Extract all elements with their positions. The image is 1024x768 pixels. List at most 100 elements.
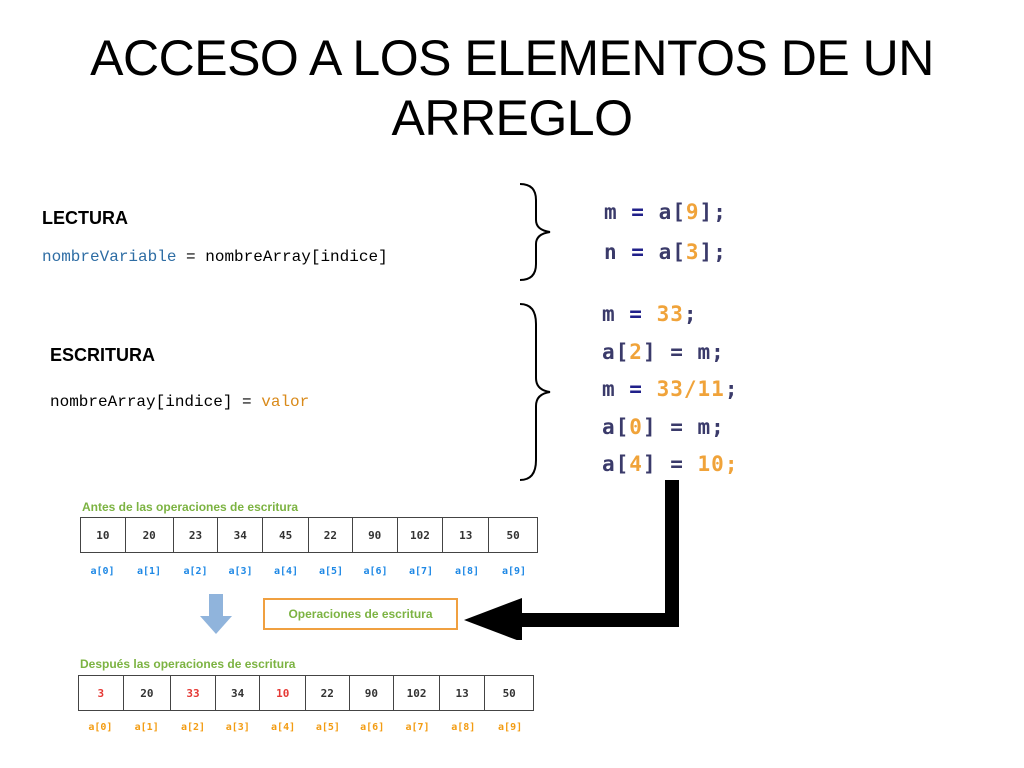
lectura-syntax-equals: = (176, 248, 206, 266)
code-token: = (617, 240, 659, 264)
code-token: 2 (629, 340, 643, 364)
code-token: 4 (629, 452, 643, 476)
code-token: a[ (602, 452, 630, 476)
array-index-label: a[7] (405, 722, 430, 733)
array-cell: 102 (398, 518, 444, 552)
escritura-syntax-array: nombreArray[indice] (50, 393, 233, 411)
array-index-label: a[5] (318, 566, 344, 577)
array-index-label: a[4] (271, 722, 296, 733)
slide-title-line2: ARREGLO (391, 90, 633, 146)
code-token: a[ (658, 200, 686, 224)
array-index-label: a[0] (88, 722, 113, 733)
escritura-code-line-4: a[0] = m; (602, 415, 725, 439)
array-cell: 45 (263, 518, 309, 552)
array-index-label: a[1] (134, 722, 159, 733)
slide-title-line1: ACCESO A LOS ELEMENTOS DE UN (90, 30, 934, 86)
array-index-label: a[2] (180, 722, 206, 733)
code-token: ; (724, 377, 739, 401)
array-cell: 50 (502, 686, 516, 700)
escritura-syntax-equals: = (232, 393, 262, 411)
escritura-code-line-3: m = 33/11; (602, 377, 738, 401)
code-token: ]; (699, 200, 727, 224)
array-cell: 34 (216, 676, 261, 710)
code-token: m (604, 200, 618, 224)
code-token: a[ (602, 340, 630, 364)
array-index-label: a[9] (498, 722, 523, 733)
code-token: ]; (699, 240, 727, 264)
lectura-label: LECTURA (42, 208, 128, 228)
code-token: = (615, 377, 657, 401)
array-index-label: a[7] (408, 566, 434, 577)
escritura-code-line-1: m = 33; (602, 302, 698, 326)
before-caption: Antes de las operaciones de escritura (82, 500, 299, 514)
before-index-labels: a[0] a[1] a[2] a[3] a[4] a[5] a[6] a[7] a[8] a[9] (80, 566, 538, 577)
array-cell: 50 (506, 528, 520, 542)
code-token: ] = m (642, 415, 712, 439)
code-token: 3 (685, 240, 700, 264)
code-token: 33/11 (656, 377, 725, 401)
lectura-syntax-array: nombreArray[indice] (205, 248, 388, 266)
array-index-label: a[8] (451, 722, 476, 733)
code-token: a[ (602, 415, 630, 439)
code-token: ] = m (642, 340, 712, 364)
array-index-label: a[3] (228, 566, 253, 577)
escritura-code-line-5: a[4] = 10; (602, 452, 738, 476)
array-index-label: a[2] (183, 566, 208, 577)
array-index-label: a[4] (273, 566, 299, 577)
code-token: 9 (685, 200, 700, 224)
after-index-labels: a[0] a[1] a[2] a[3] a[4] a[5] a[6] a[7] a[8] a[9] (78, 722, 534, 733)
code-token: = (615, 302, 657, 326)
array-cell: 3 (79, 676, 124, 710)
array-cell: 90 (350, 676, 395, 710)
code-token: 10; (697, 452, 739, 476)
code-token: ; (711, 415, 725, 439)
array-cell: 20 (126, 518, 174, 552)
array-cell: 13 (440, 676, 486, 710)
array-cell: 22 (309, 518, 353, 552)
operations-box: Operaciones de escritura (263, 598, 458, 630)
array-index-label: a[6] (363, 566, 388, 577)
array-cell: 90 (353, 518, 398, 552)
lectura-syntax-variable: nombreVariable (42, 248, 177, 266)
array-cell: 13 (443, 518, 490, 552)
code-token: ; (683, 302, 698, 326)
code-token: a[ (658, 240, 686, 264)
escritura-syntax: nombreArray[indice] = valor (50, 393, 309, 411)
array-index-label: a[3] (225, 722, 250, 733)
array-index-label: a[5] (315, 722, 340, 733)
slide-title: ACCESO A LOS ELEMENTOS DE UN ARREGLO (60, 28, 964, 148)
array-cell: 102 (394, 676, 440, 710)
array-cell: 34 (218, 518, 264, 552)
code-token: ; (711, 340, 725, 364)
down-arrow-icon (200, 594, 232, 634)
array-cell: 20 (124, 676, 172, 710)
code-token: ] = (642, 452, 698, 476)
escritura-brace (519, 303, 551, 481)
lectura-syntax: nombreVariable = nombreArray[indice] (42, 248, 388, 266)
connector-arrow-icon (464, 480, 679, 640)
array-cell: 33 (171, 676, 216, 710)
array-index-label: a[9] (501, 566, 527, 577)
escritura-label: ESCRITURA (50, 345, 156, 365)
code-token: 33 (656, 302, 684, 326)
code-token: n (604, 240, 618, 264)
lectura-code-line-1: m = a[9]; (604, 200, 727, 224)
lectura-code-line-2: n = a[3]; (604, 240, 727, 264)
array-index-label: a[0] (90, 566, 115, 577)
code-token: 0 (629, 415, 643, 439)
after-caption: Después las operaciones de escritura (80, 657, 296, 671)
array-cell: 23 (174, 518, 219, 552)
array-index-label: a[6] (360, 722, 385, 733)
lectura-brace (519, 183, 551, 281)
array-index-label: a[1] (136, 566, 162, 577)
array-cell: 10 (81, 518, 126, 552)
array-index-label: a[8] (454, 566, 480, 577)
code-token: m (602, 302, 616, 326)
code-token: m (602, 377, 616, 401)
code-token: = (617, 200, 659, 224)
escritura-syntax-value: valor (261, 393, 310, 411)
array-cell: 10 (260, 676, 306, 710)
array-cell: 22 (306, 676, 350, 710)
